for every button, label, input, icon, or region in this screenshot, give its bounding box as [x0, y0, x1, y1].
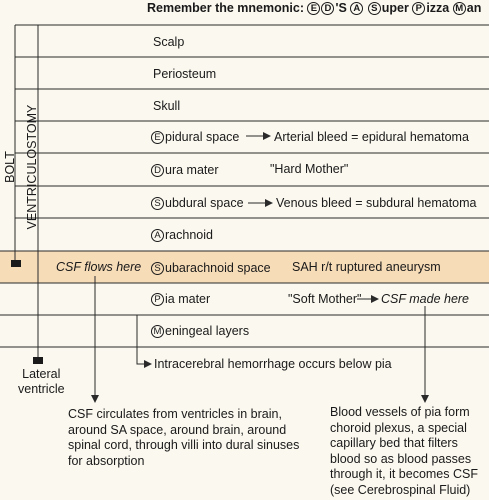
bolt-tip — [11, 260, 21, 267]
subarachnoid-band — [0, 251, 489, 283]
bolt-label: BOLT — [3, 151, 17, 183]
layer-scalp: Scalp — [153, 35, 185, 49]
mnemonic-circle-d: D — [321, 2, 335, 15]
hemorrhage-note: Intracerebral hemorrhage occurs below pi… — [154, 357, 392, 371]
epidural-note: Arterial bleed = epidural hematoma — [274, 130, 469, 144]
mnemonic-word1-rest: 'S — [335, 1, 347, 15]
mnemonic-word4-rest: izza — [426, 1, 450, 15]
ventriculostomy-tip — [33, 357, 43, 364]
csf-flows-label: CSF flows here — [56, 260, 142, 274]
hemorrhage-arrow — [136, 315, 152, 368]
subdural-circle-letter: S — [151, 197, 164, 210]
epidural-rest: pidural space — [165, 130, 240, 144]
pia-rest: ia mater — [165, 292, 211, 306]
subdural-rest: ubdural space — [165, 196, 244, 210]
meningeal-circle-letter: M — [151, 325, 164, 338]
pia-circle-letter: P — [151, 293, 164, 306]
mnemonic-prefix: Remember the mnemonic: — [147, 1, 304, 15]
subarachnoid-rest: ubarachnoid space — [165, 261, 271, 275]
subdural-note: Venous bleed = subdural hematoma — [276, 196, 477, 210]
csf-made-here-note: CSF made here — [381, 292, 470, 306]
mnemonic-circle-a: A — [350, 2, 364, 15]
mnemonic-circle-s: S — [367, 2, 381, 15]
mnemonic-circle-m: M — [452, 2, 466, 15]
dura-rest: ura mater — [165, 163, 219, 177]
layer-dividers — [0, 24, 489, 348]
lateral-ventricle-label: Lateral ventricle — [18, 367, 65, 396]
mnemonic-word5-rest: an — [466, 1, 482, 15]
meningeal-rest: eningeal layers — [165, 324, 250, 338]
mnemonic-circle-e: E — [307, 2, 321, 15]
epidural-circle-letter: E — [151, 131, 164, 144]
layer-skull: Skull — [153, 99, 181, 113]
mnemonic-circle-p: P — [412, 2, 426, 15]
mnemonic-word3-rest: uper — [381, 1, 409, 15]
arachnoid-rest: rachnoid — [165, 228, 213, 242]
ventriculostomy-label: VENTRICULOSTOMY — [25, 104, 39, 230]
dura-note: "Hard Mother" — [270, 162, 349, 176]
csf-circulation-text: CSF circulates from ventricles in brain,… — [68, 407, 300, 468]
dura-circle-letter: D — [151, 164, 164, 177]
subarachnoid-circle-letter: S — [151, 262, 164, 275]
arachnoid-circle-letter: A — [151, 229, 164, 242]
layer-periosteum: Periosteum — [153, 67, 217, 81]
soft-mother-note: "Soft Mother" — [288, 292, 362, 306]
subarachnoid-note: SAH r/t ruptured aneurysm — [292, 260, 441, 274]
choroid-plexus-text: Blood vessels of pia form choroid plexus… — [330, 405, 478, 497]
